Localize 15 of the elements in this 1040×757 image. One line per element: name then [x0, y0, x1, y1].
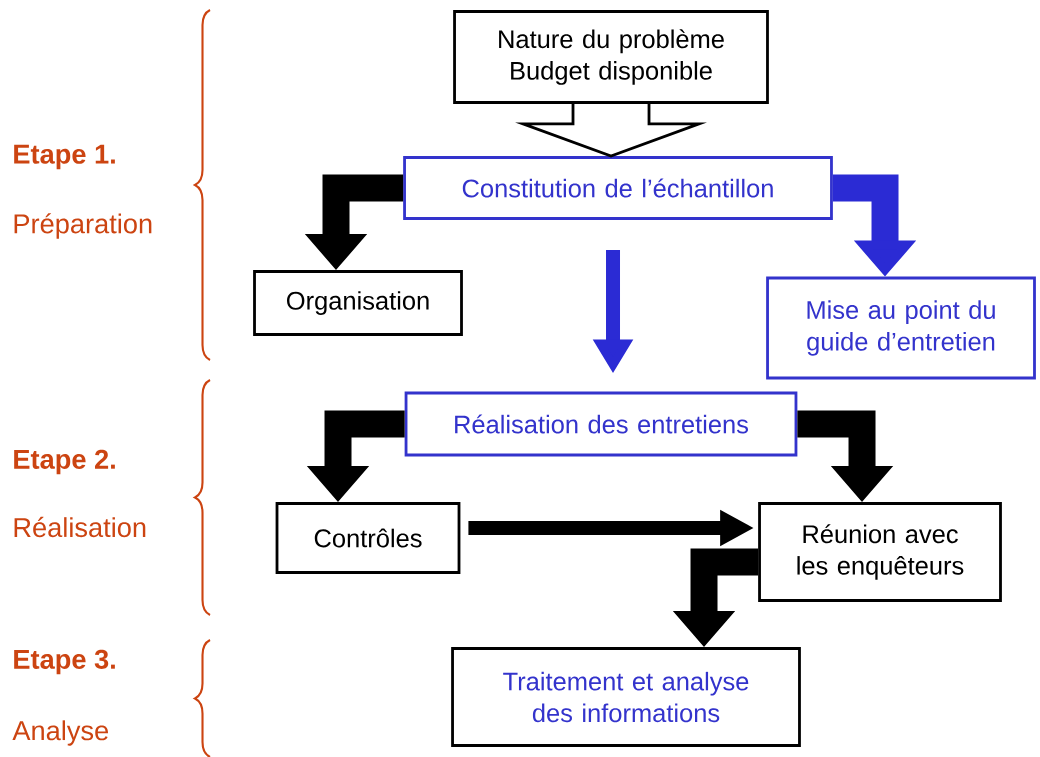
process-box: Nature du problème Budget disponible	[453, 10, 769, 104]
step-heading: Etape 2.	[14, 449, 115, 475]
step-heading: Etape 1.	[14, 144, 115, 170]
process-box: Contrôles	[275, 502, 461, 574]
step-name: Analyse	[12, 720, 108, 746]
process-box: Constitution de l’échantillon	[403, 156, 833, 220]
step-name: Réalisation	[14, 516, 146, 538]
process-box: Organisation	[253, 270, 463, 336]
process-box: Réunion avec les enquêteurs	[758, 502, 1002, 602]
process-box: Mise au point du guide d’entretien	[766, 276, 1036, 380]
step-name: Préparation	[14, 213, 152, 239]
process-box: Traitement et analyse des informations	[451, 647, 801, 747]
process-box: Réalisation des entretiens	[404, 391, 798, 457]
hollow-arrow	[515, 102, 707, 158]
step-heading: Etape 3.	[14, 649, 115, 675]
